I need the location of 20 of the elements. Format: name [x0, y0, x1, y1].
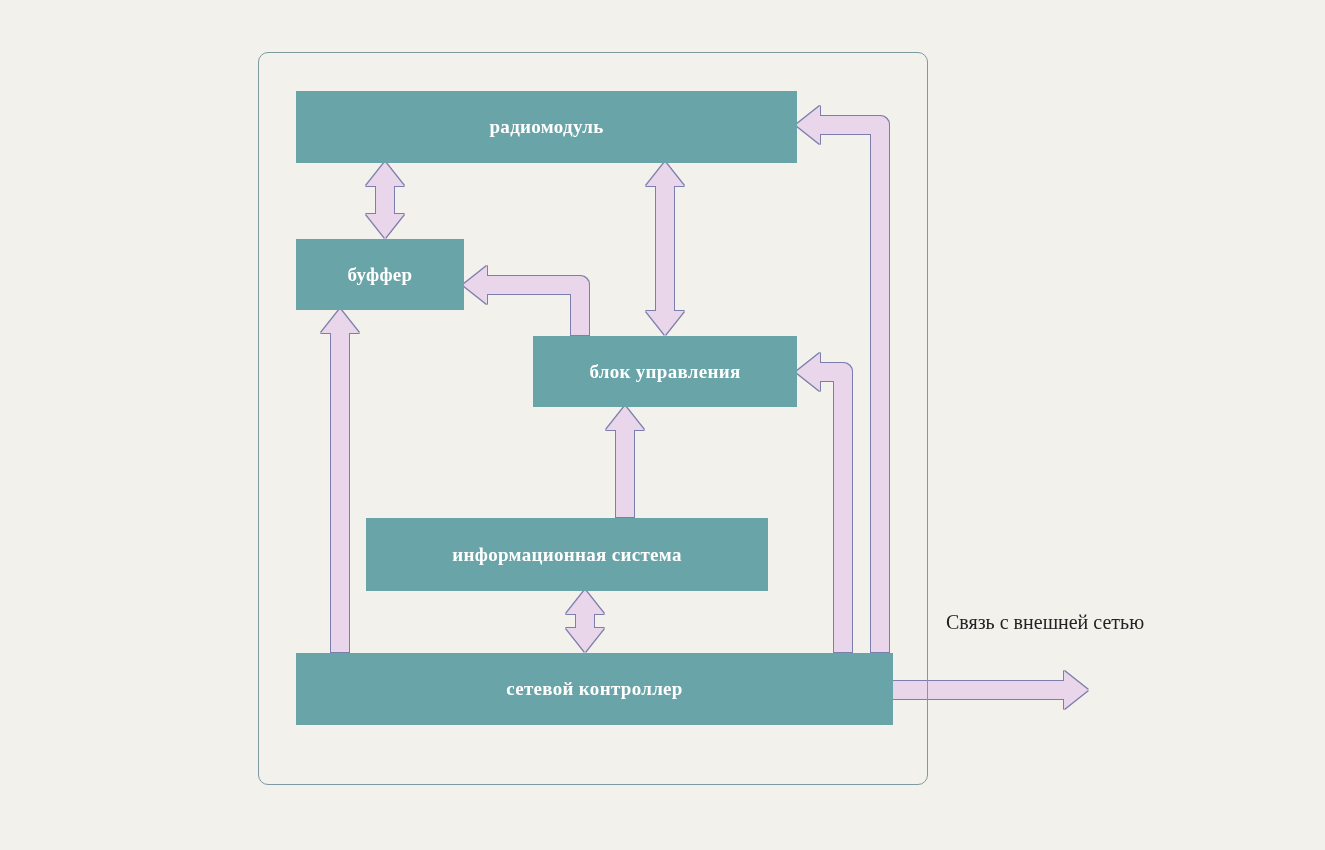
box-label: радиомодуль — [489, 116, 604, 138]
block-arrow — [366, 162, 404, 238]
block-arrow — [566, 590, 604, 652]
block-arrow — [606, 406, 644, 517]
system-frame — [258, 52, 928, 785]
box-label: информационная система — [452, 543, 682, 566]
box-label: буффер — [347, 263, 413, 286]
process-box — [296, 239, 464, 310]
block-arrow — [646, 162, 684, 335]
process-box — [296, 91, 797, 163]
block-arrow — [892, 671, 1088, 709]
block-arrow — [796, 353, 852, 652]
process-box — [366, 518, 768, 591]
box-label: блок управления — [589, 360, 741, 383]
block-arrow — [796, 106, 889, 652]
process-box — [296, 653, 893, 725]
box-label: сетевой контроллер — [506, 678, 683, 700]
block-arrow — [321, 309, 359, 652]
process-box — [533, 336, 797, 407]
block-arrow — [463, 266, 589, 335]
